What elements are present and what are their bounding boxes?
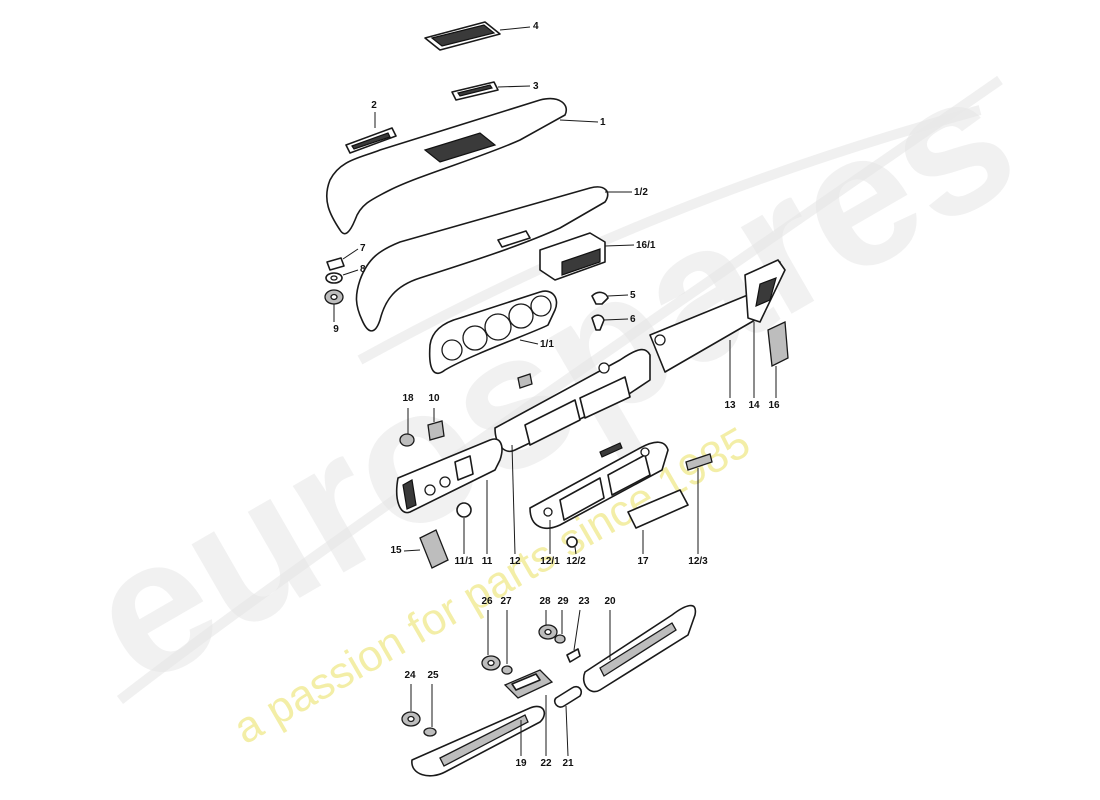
watermark-brand: eurospares <box>55 30 1048 726</box>
callout-label-23: 23 <box>578 596 590 607</box>
watermark-swoosh <box>116 75 1003 704</box>
callout-leader-16-1 <box>604 244 635 247</box>
callout-leader-5 <box>607 294 629 297</box>
callout-leader-21 <box>565 705 569 757</box>
callout-label-26: 26 <box>481 596 493 607</box>
part-11-1-knob[interactable] <box>456 502 472 518</box>
callout-label-17: 17 <box>637 556 649 567</box>
callout-label-2: 2 <box>371 100 377 111</box>
part-5-push-clip[interactable] <box>591 291 609 305</box>
callout-label-29: 29 <box>557 596 569 607</box>
callout-label-14: 14 <box>748 400 760 411</box>
callout-label-16-1: 16/1 <box>636 240 656 251</box>
part-12-center-panel[interactable] <box>494 348 651 452</box>
callout-label-18: 18 <box>402 393 414 404</box>
part-22-bracket[interactable] <box>503 669 554 699</box>
part-10-clip[interactable] <box>427 373 533 441</box>
part-16-side-vent[interactable] <box>767 321 789 367</box>
part-21-cylinder[interactable] <box>553 685 583 708</box>
callout-label-16: 16 <box>768 400 780 411</box>
callout-leader-12 <box>511 444 516 555</box>
callout-label-5: 5 <box>630 290 636 301</box>
callout-label-12: 12 <box>509 556 521 567</box>
callout-label-11: 11 <box>482 556 493 567</box>
callout-label-12-1: 12/1 <box>540 556 560 567</box>
callout-leader-1-1 <box>519 339 539 345</box>
callout-leader-3 <box>497 85 531 88</box>
callout-label-8: 8 <box>360 264 366 275</box>
callout-label-6: 6 <box>630 314 636 325</box>
callout-label-1-1: 1/1 <box>540 339 554 350</box>
part-6-push-clip[interactable] <box>591 314 605 331</box>
callout-leader-1 <box>559 119 599 123</box>
callout-leader-8 <box>342 269 359 276</box>
callout-label-22: 22 <box>540 758 552 769</box>
callout-label-1: 1 <box>600 117 606 128</box>
callout-label-12-2: 12/2 <box>566 556 586 567</box>
callout-label-9: 9 <box>333 324 339 335</box>
callout-label-10: 10 <box>428 393 440 404</box>
part-28-nut[interactable] <box>538 624 558 640</box>
part-1-dashboard-cover[interactable] <box>325 97 567 235</box>
callout-leader-23 <box>573 609 581 651</box>
part-3-trim-strip[interactable] <box>451 81 499 101</box>
part-1-1-instrument-panel[interactable] <box>428 290 558 375</box>
part-12-1-console-trim[interactable] <box>529 441 669 529</box>
callout-label-27: 27 <box>500 596 512 607</box>
part-27-washer[interactable] <box>501 665 513 675</box>
watermark-swoosh-2 <box>357 105 982 365</box>
part-8-washer[interactable] <box>325 272 343 284</box>
callout-label-15: 15 <box>390 545 402 556</box>
callout-label-12-3: 12/3 <box>688 556 708 567</box>
callout-label-1-2: 1/2 <box>634 187 648 198</box>
part-9-nut[interactable] <box>324 289 344 305</box>
part-2-trim-strip[interactable] <box>345 127 397 154</box>
part-4-vent-grille[interactable] <box>424 21 501 51</box>
callout-label-19: 19 <box>515 758 527 769</box>
part-16-1-air-vent-box[interactable] <box>539 232 606 281</box>
part-11-left-lower-panel[interactable] <box>395 438 503 514</box>
callout-leader-12-2 <box>574 546 577 555</box>
callout-label-28: 28 <box>539 596 551 607</box>
part-23-clip[interactable] <box>566 648 581 663</box>
callout-label-13: 13 <box>724 400 736 411</box>
part-13-right-panel[interactable] <box>649 259 786 373</box>
callout-label-20: 20 <box>604 596 616 607</box>
part-12-2-knob[interactable] <box>566 536 578 548</box>
callout-label-21: 21 <box>562 758 574 769</box>
callout-label-7: 7 <box>360 243 366 254</box>
part-17-cover[interactable] <box>627 489 689 529</box>
callout-leader-4 <box>499 26 531 31</box>
part-1-2-dashboard-pad[interactable] <box>355 186 609 332</box>
part-29-washer[interactable] <box>554 634 566 644</box>
callout-label-24: 24 <box>404 670 416 681</box>
part-12-3-trim[interactable] <box>685 453 713 471</box>
callout-label-3: 3 <box>533 81 539 92</box>
callout-label-11-1: 11/1 <box>455 556 474 567</box>
callout-leader-7 <box>342 248 359 260</box>
watermark: eurospares a passion for parts since 198… <box>55 30 1048 754</box>
part-20-right-knee-pad[interactable] <box>582 604 697 693</box>
callout-leader-15 <box>403 549 421 552</box>
part-26-nut[interactable] <box>481 655 501 671</box>
part-24-nut[interactable] <box>401 711 421 727</box>
part-18-grommet[interactable] <box>399 433 415 447</box>
callout-leader-6 <box>603 318 629 321</box>
callout-label-25: 25 <box>427 670 439 681</box>
callout-label-4: 4 <box>533 21 539 32</box>
part-7-clip[interactable] <box>326 257 345 271</box>
part-15-switch-block[interactable] <box>419 529 449 569</box>
part-25-washer[interactable] <box>423 727 437 737</box>
part-19-left-knee-pad[interactable] <box>411 705 546 777</box>
